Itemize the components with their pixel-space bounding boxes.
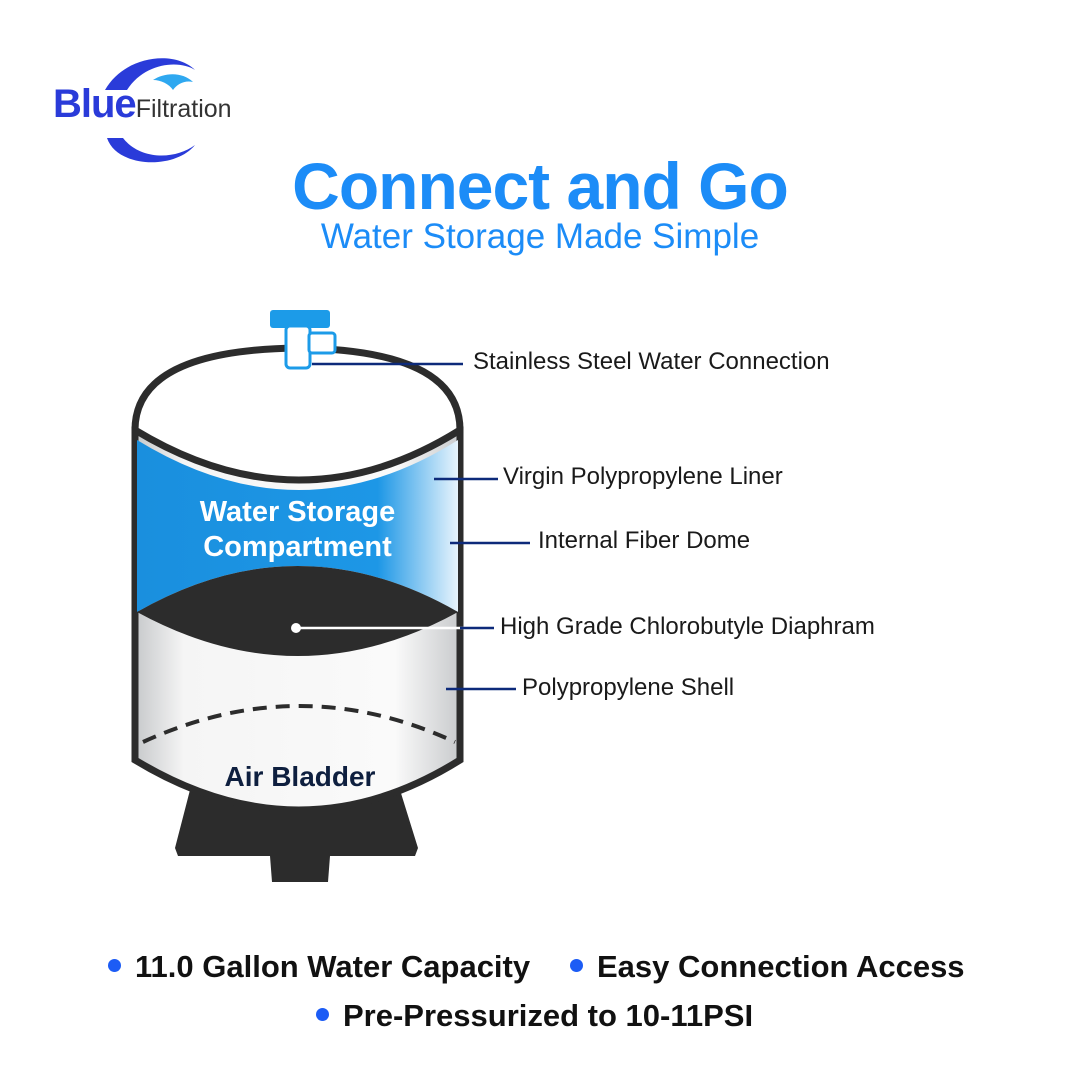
callout-diaphragm: High Grade Chlorobutyle Diaphram [500,613,875,640]
tank-base [175,790,418,882]
bullet-icon [570,959,583,973]
page-subtitle: Water Storage Made Simple [320,217,760,256]
blue-filtration-logo [105,58,195,163]
feature-pressure-text: Pre-Pressurized to 10-11PSI [343,998,754,1033]
feature-capacity: 11.0 Gallon Water Capacity [108,951,530,982]
logo-filtration-text: Filtration [135,95,232,123]
page-title: Connect and Go [292,149,789,223]
logo-blue-text: Blue [53,82,137,126]
air-bladder-line [142,704,456,744]
callout-shell: Polypropylene Shell [522,674,735,701]
feature-capacity-text: 11.0 Gallon Water Capacity [135,949,531,984]
feature-connection: Easy Connection Access [570,951,965,982]
feature-pressure: Pre-Pressurized to 10-11PSI [316,1000,753,1031]
diaphragm-marker [291,623,301,633]
diaphragm [137,566,458,656]
bullet-icon [316,1008,329,1022]
callout-water-connection: Stainless Steel Water Connection [473,348,830,375]
water-compartment [137,440,458,612]
feature-connection-text: Easy Connection Access [597,949,965,984]
connector-valve-handle [270,310,330,328]
air-bladder-label: Air Bladder [224,761,376,792]
callout-liner: Virgin Polypropylene Liner [503,463,783,490]
brand-logo-text: BlueFiltration [53,82,232,127]
logo-swirl-bottom [107,138,195,163]
connector-body [284,324,312,370]
logo-swirl-top [105,58,195,90]
tank-dome [131,344,464,484]
callout-fiber-dome: Internal Fiber Dome [538,527,751,554]
logo-wave-icon [153,74,193,90]
bullet-icon [108,959,121,973]
connector-side-port [307,331,337,355]
water-storage-label: Water Storage Compartment [199,496,396,563]
